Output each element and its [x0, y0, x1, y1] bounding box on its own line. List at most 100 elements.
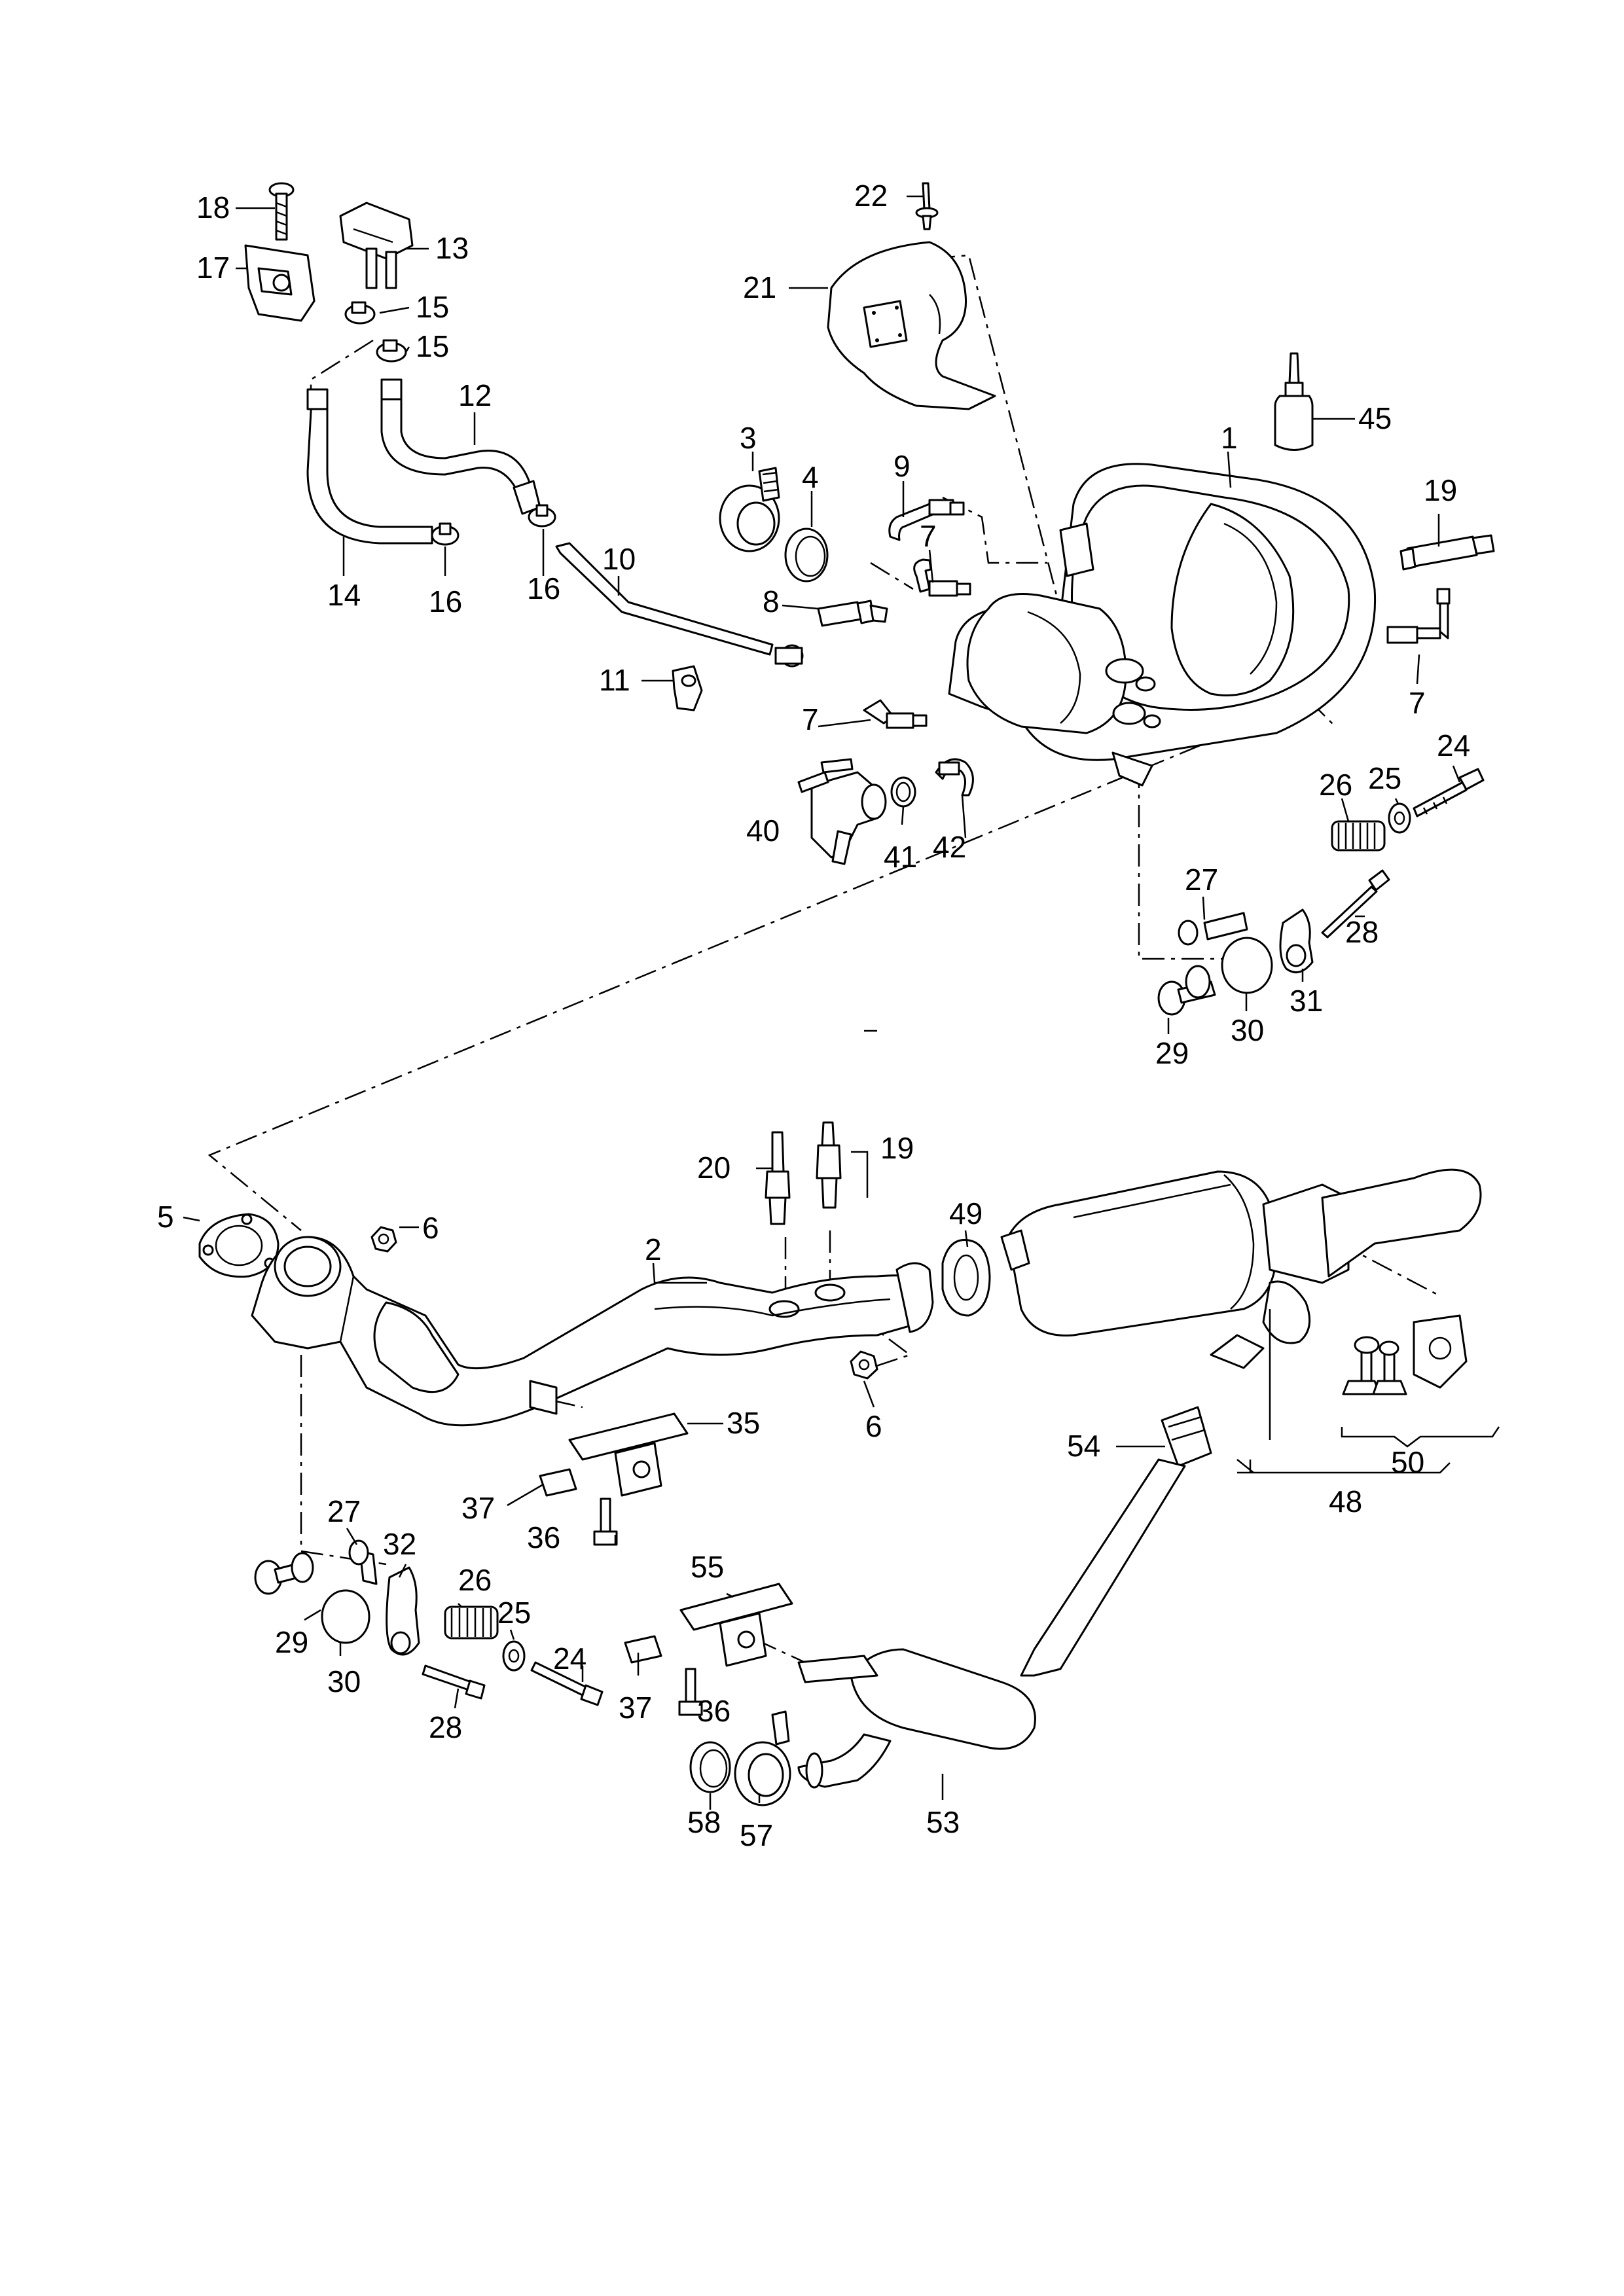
bolt-28-bottom [422, 1664, 486, 1700]
callout-16-right: 16 [527, 571, 560, 605]
bracket-31 [1279, 908, 1314, 974]
rivet-22 [915, 182, 939, 230]
screw-18 [268, 182, 295, 241]
bushing-29-top [1157, 965, 1216, 1016]
particulate-filter-1 [948, 463, 1377, 787]
sleeve-27-top [1178, 912, 1248, 946]
pipe-holder-11 [672, 665, 703, 711]
paste-tube-45 [1274, 352, 1314, 451]
rear-muffler-53 [797, 1458, 1186, 1789]
leader-lines [183, 195, 1500, 1810]
heat-shield-group [827, 182, 996, 410]
callout-11: 11 [599, 663, 630, 697]
callout-27-bottom: 27 [327, 1494, 361, 1528]
callout-45: 45 [1358, 401, 1392, 435]
callout-36-bottom: 36 [697, 1694, 731, 1728]
callout-22: 22 [854, 179, 888, 213]
callout-32: 32 [383, 1527, 416, 1561]
hose-clip-16b [528, 504, 556, 528]
callout-28-bottom: 28 [429, 1710, 462, 1744]
callout-7-mid: 7 [920, 519, 937, 553]
callout-5: 5 [157, 1200, 174, 1234]
gasket-4 [784, 528, 829, 583]
callout-4: 4 [802, 460, 819, 494]
hose-clamp-15b [376, 339, 407, 363]
callout-12: 12 [458, 378, 492, 412]
callout-40: 40 [746, 814, 780, 848]
pressure-sensor-group [244, 182, 804, 711]
callout-57: 57 [740, 1818, 773, 1852]
clamp-57 [734, 1710, 791, 1806]
temp-sensor-7-bottom [863, 699, 928, 729]
bolt-24-bottom [530, 1661, 604, 1706]
callout-2: 2 [645, 1232, 662, 1266]
temp-sensor-7-right [1386, 588, 1451, 644]
callout-1: 1 [1221, 421, 1238, 455]
front-pipe-2 [251, 1236, 934, 1427]
pressure-sensor-13 [339, 202, 414, 289]
callout-14: 14 [327, 578, 361, 612]
callout-numbers: 1 2 3 4 5 6 6 7 7 7 8 9 10 11 12 13 14 1… [157, 179, 1470, 1852]
callout-15-top: 15 [416, 290, 449, 324]
callout-19-bottom: 19 [880, 1131, 914, 1165]
exhaust-sensor-8 [817, 600, 888, 627]
callout-55: 55 [691, 1550, 724, 1584]
center-silencer-48 [1000, 1168, 1482, 1369]
clamp-54 [1161, 1406, 1212, 1467]
callout-31: 31 [1290, 984, 1323, 1018]
washer-25-bottom [502, 1640, 526, 1672]
bracket-32 [386, 1566, 420, 1656]
callout-28-top: 28 [1345, 915, 1379, 949]
rubber-30-top [1221, 937, 1273, 994]
callout-25-top: 25 [1368, 761, 1401, 795]
exhaust-sensor-20 [765, 1131, 791, 1225]
callout-48: 48 [1329, 1484, 1362, 1518]
callout-7-right: 7 [1409, 686, 1426, 720]
clamp-3 [719, 467, 780, 552]
callout-9: 9 [893, 449, 911, 483]
callout-15-bottom: 15 [416, 329, 449, 363]
bolt-36a [593, 1498, 618, 1546]
hanger-35 [568, 1412, 689, 1497]
clamp-42 [935, 758, 974, 797]
callout-3: 3 [740, 421, 757, 455]
pressure-pipe-10 [555, 542, 804, 668]
spring-26-top [1331, 820, 1386, 852]
callout-41: 41 [884, 840, 917, 874]
callout-13: 13 [435, 231, 469, 265]
callout-17: 17 [196, 251, 230, 285]
callout-24-top: 24 [1437, 728, 1470, 762]
hose-clip-16a [431, 522, 460, 546]
callout-21: 21 [743, 270, 776, 304]
callout-26-bottom: 26 [458, 1563, 492, 1597]
exhaust-sensor-19-top [1399, 534, 1495, 571]
bolt-set-50 [1342, 1314, 1468, 1395]
callout-8: 8 [763, 584, 780, 619]
callout-16-left: 16 [429, 584, 462, 619]
exhaust-sensor-19-bottom [816, 1121, 842, 1209]
egr-valve-40 [797, 758, 887, 865]
clip-nut-37a [539, 1468, 577, 1497]
clip-nut-37b [624, 1635, 662, 1664]
gasket-58 [689, 1741, 731, 1793]
gasket-5 [198, 1213, 280, 1278]
callout-30-bottom: 30 [327, 1664, 361, 1698]
callout-50: 50 [1391, 1445, 1424, 1479]
callout-58: 58 [687, 1805, 721, 1839]
callout-53: 53 [926, 1805, 960, 1839]
hanger-55 [679, 1583, 793, 1667]
bushing-29-bottom [254, 1552, 314, 1595]
callout-30-top: 30 [1231, 1013, 1264, 1047]
callout-26-top: 26 [1319, 768, 1352, 802]
bolt-28-top [1321, 869, 1390, 939]
callout-37-bottom: 37 [619, 1691, 652, 1725]
callout-20: 20 [697, 1151, 731, 1185]
sleeve-27-bottom [348, 1539, 378, 1585]
callout-18: 18 [196, 190, 230, 224]
nut-6-top [370, 1226, 397, 1253]
callout-19-top: 19 [1424, 473, 1457, 507]
callout-27-top: 27 [1185, 863, 1218, 897]
callout-54: 54 [1067, 1429, 1100, 1463]
spring-26-bottom [444, 1605, 499, 1640]
sensor-pipe-9 [888, 499, 965, 541]
